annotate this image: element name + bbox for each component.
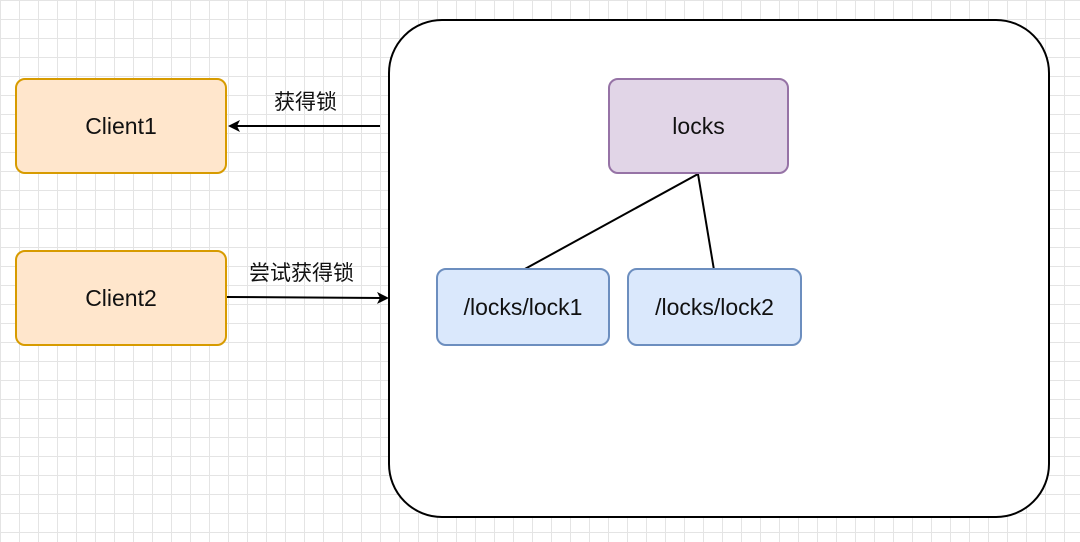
try-acquire-lock-label: 尝试获得锁: [249, 261, 354, 285]
lock1-label: /locks/lock1: [463, 293, 583, 320]
client2-node: Client2: [15, 250, 227, 346]
locks-root-node: locks: [608, 78, 789, 174]
lock2-label: /locks/lock2: [655, 293, 774, 320]
lock2-node: /locks/lock2: [627, 268, 802, 346]
lock1-node: /locks/lock1: [436, 268, 610, 346]
locks-root-label: locks: [672, 112, 725, 139]
arrow-to-server: [226, 291, 389, 304]
tree-edge-locks-to-lock2: [697, 173, 715, 271]
tree-edge-locks-to-lock1: [522, 173, 699, 271]
client2-label: Client2: [85, 284, 157, 311]
client1-label: Client1: [85, 112, 157, 139]
acquired-lock-label: 获得锁: [274, 90, 337, 114]
client1-node: Client1: [15, 78, 227, 174]
